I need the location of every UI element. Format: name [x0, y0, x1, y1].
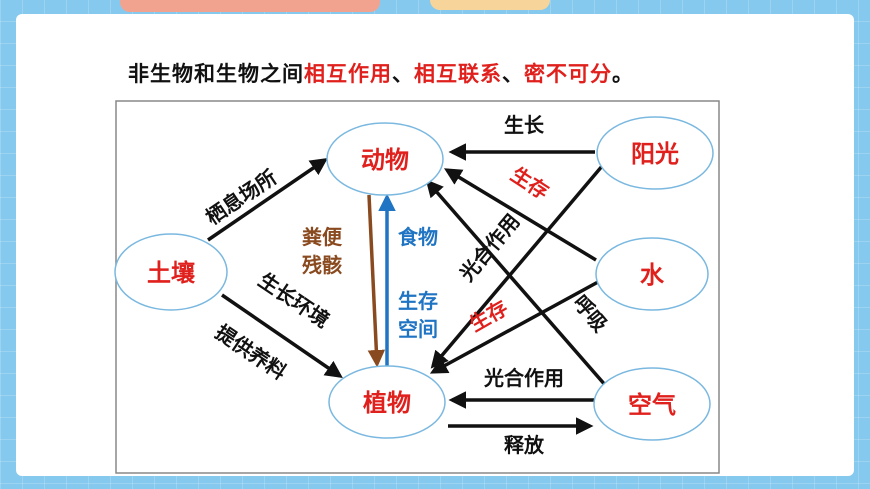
node-label-plant: 植物: [363, 389, 411, 417]
edge-label-waste-1: 粪便: [302, 225, 343, 249]
arrow-soil-to-plant: [221, 293, 343, 378]
edge-label-space-2: 空间: [398, 317, 438, 341]
edge-label-nutrients: 提供养料: [211, 320, 291, 385]
node-air: [593, 367, 711, 441]
edge-label-release: 释放: [504, 433, 545, 457]
headline-part-1: 相互作用: [304, 62, 392, 86]
edge-label-growth: 生长: [504, 113, 545, 137]
arrow-water-to-plant: [429, 280, 599, 374]
edge-label-space-1: 生存: [398, 289, 438, 313]
arrow-soil-to-animal: [207, 158, 328, 242]
node-label-water: 水: [640, 261, 665, 289]
node-water: [595, 237, 709, 311]
node-sunlight: [596, 116, 714, 190]
headline-prefix: 非生物和生物之间: [128, 62, 304, 86]
edge-label-photosynthesis-diag: 光合作用: [454, 209, 524, 286]
edge-label-survival-bottom: 生存: [465, 296, 512, 337]
edge-label-survival-top: 生存: [507, 162, 554, 204]
headline: 非生物和生物之间相互作用、相互联系、密不可分。: [128, 58, 634, 92]
node-plant: [328, 365, 446, 439]
node-label-sunlight: 阳光: [631, 140, 679, 168]
headline-separator: 、: [392, 62, 414, 86]
arrow-water-to-animal: [444, 168, 597, 262]
edge-label-growth-env: 生长环境: [254, 268, 334, 333]
headline-part-3: 密不可分: [524, 62, 612, 86]
decorative-bar: [120, 0, 380, 12]
node-soil: [114, 233, 228, 311]
decorative-bar: [430, 0, 550, 10]
arrow-sun-to-plant: [430, 163, 605, 369]
headline-suffix: 。: [612, 62, 634, 86]
node-label-soil: 土壤: [147, 259, 196, 287]
node-label-animal: 动物: [361, 146, 409, 174]
node-label-air: 空气: [628, 391, 676, 419]
edge-label-photosynthesis: 光合作用: [483, 366, 564, 390]
headline-separator: 、: [502, 62, 524, 86]
arrow-air-to-animal: [425, 179, 608, 388]
arrow-animal-to-plant: [367, 194, 386, 368]
headline-part-2: 相互联系: [414, 62, 502, 86]
edge-label-respiration: 呼吸: [568, 290, 613, 337]
node-animal: [326, 122, 444, 196]
edge-label-waste-2: 残骸: [302, 253, 342, 277]
edge-label-food: 食物: [398, 225, 438, 249]
diagram-border: [115, 100, 720, 474]
